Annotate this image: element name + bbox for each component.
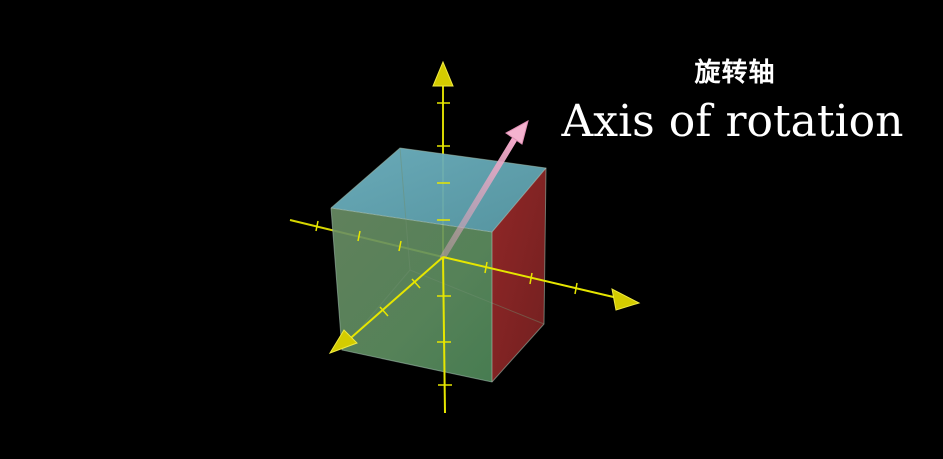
caption-chinese: 旋转轴: [694, 58, 776, 88]
cube-front-face: [331, 208, 492, 382]
cube-top-face: [331, 148, 546, 232]
y-axis-front: [442, 256, 446, 414]
cube-back-edges: [399, 147, 545, 325]
rotation-axis-shaft: [440, 137, 517, 260]
cube-outline: [330, 147, 547, 383]
rotation-axis-arrowhead: [505, 120, 529, 145]
caption-english: Axis of rotation: [561, 96, 904, 147]
z-axis-arrowhead: [328, 329, 358, 354]
z-axis: [344, 256, 444, 344]
x-axis-arrowhead: [611, 288, 641, 311]
x-axis-front: [442, 256, 623, 300]
y-axis-arrowhead: [432, 60, 454, 87]
axis-ticks: [315, 102, 578, 386]
